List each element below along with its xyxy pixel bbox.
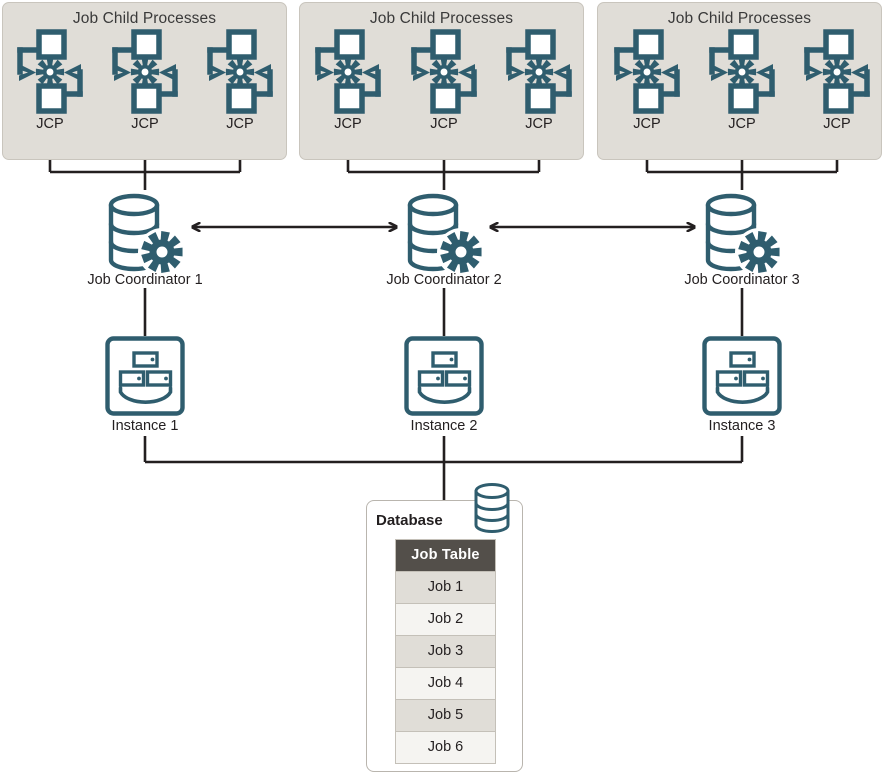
job-table-header: Job Table [396,540,495,571]
jcp-group-title: Job Child Processes [72,10,217,27]
jcp-label: JCP [525,116,553,132]
jcp-process-2-1[interactable]: JCP [302,28,394,148]
instance-label: Instance 1 [111,418,179,434]
job-table-row[interactable]: Job 4 [396,667,495,699]
gear-cycle-icon [603,28,691,121]
job-coordinator-label: Job Coordinator 2 [386,272,502,288]
jcp-process-1-1[interactable]: JCP [4,28,96,148]
database-gear-icon [394,188,494,280]
gear-cycle-icon [400,28,488,121]
gear-cycle-icon [495,28,583,121]
jcp-label: JCP [226,116,254,132]
job-table-row[interactable]: Job 1 [396,571,495,603]
jcp-process-1-2[interactable]: JCP [99,28,191,148]
jcp-label: JCP [334,116,362,132]
database-gear-icon [692,188,792,280]
instance-icon [404,336,484,416]
jcp-group-title: Job Child Processes [667,10,812,27]
jcp-label: JCP [728,116,756,132]
gear-cycle-icon [101,28,189,121]
jcp-label: JCP [633,116,661,132]
database-gear-icon [95,188,195,280]
job-table-row[interactable]: Job 6 [396,731,495,763]
instance-3[interactable]: Instance 3 [702,336,782,436]
jcp-process-2-2[interactable]: JCP [398,28,490,148]
gear-cycle-icon [793,28,881,121]
job-table: Job Table Job 1 Job 2 Job 3 Job 4 Job 5 … [395,539,496,764]
jcp-label: JCP [823,116,851,132]
job-coordinator-1[interactable]: Job Coordinator 1 [87,188,203,298]
instance-1[interactable]: Instance 1 [105,336,185,436]
database-cylinder-icon [470,480,514,543]
gear-cycle-icon [196,28,284,121]
gear-cycle-icon [6,28,94,121]
gear-cycle-icon [698,28,786,121]
job-coordinator-2[interactable]: Job Coordinator 2 [386,188,502,298]
jcp-process-3-2[interactable]: JCP [696,28,788,148]
job-coordinator-label: Job Coordinator 1 [87,272,203,288]
job-table-row[interactable]: Job 5 [396,699,495,731]
job-coordinator-3[interactable]: Job Coordinator 3 [684,188,800,298]
jcp-process-2-3[interactable]: JCP [493,28,585,148]
database-panel: Database Job Table Job 1 Job 2 Job 3 Job… [366,500,523,772]
jcp-label: JCP [131,116,159,132]
instance-2[interactable]: Instance 2 [404,336,484,436]
job-table-row[interactable]: Job 2 [396,603,495,635]
gear-cycle-icon [304,28,392,121]
jcp-process-1-3[interactable]: JCP [194,28,286,148]
jcp-process-3-1[interactable]: JCP [601,28,693,148]
jcp-group-title: Job Child Processes [369,10,514,27]
job-coordinator-label: Job Coordinator 3 [684,272,800,288]
instance-icon [105,336,185,416]
jcp-process-3-3[interactable]: JCP [791,28,883,148]
instance-label: Instance 3 [708,418,776,434]
jcp-label: JCP [36,116,64,132]
instance-label: Instance 2 [410,418,478,434]
job-table-row[interactable]: Job 3 [396,635,495,667]
jcp-label: JCP [430,116,458,132]
instance-icon [702,336,782,416]
database-title: Database [376,512,443,529]
